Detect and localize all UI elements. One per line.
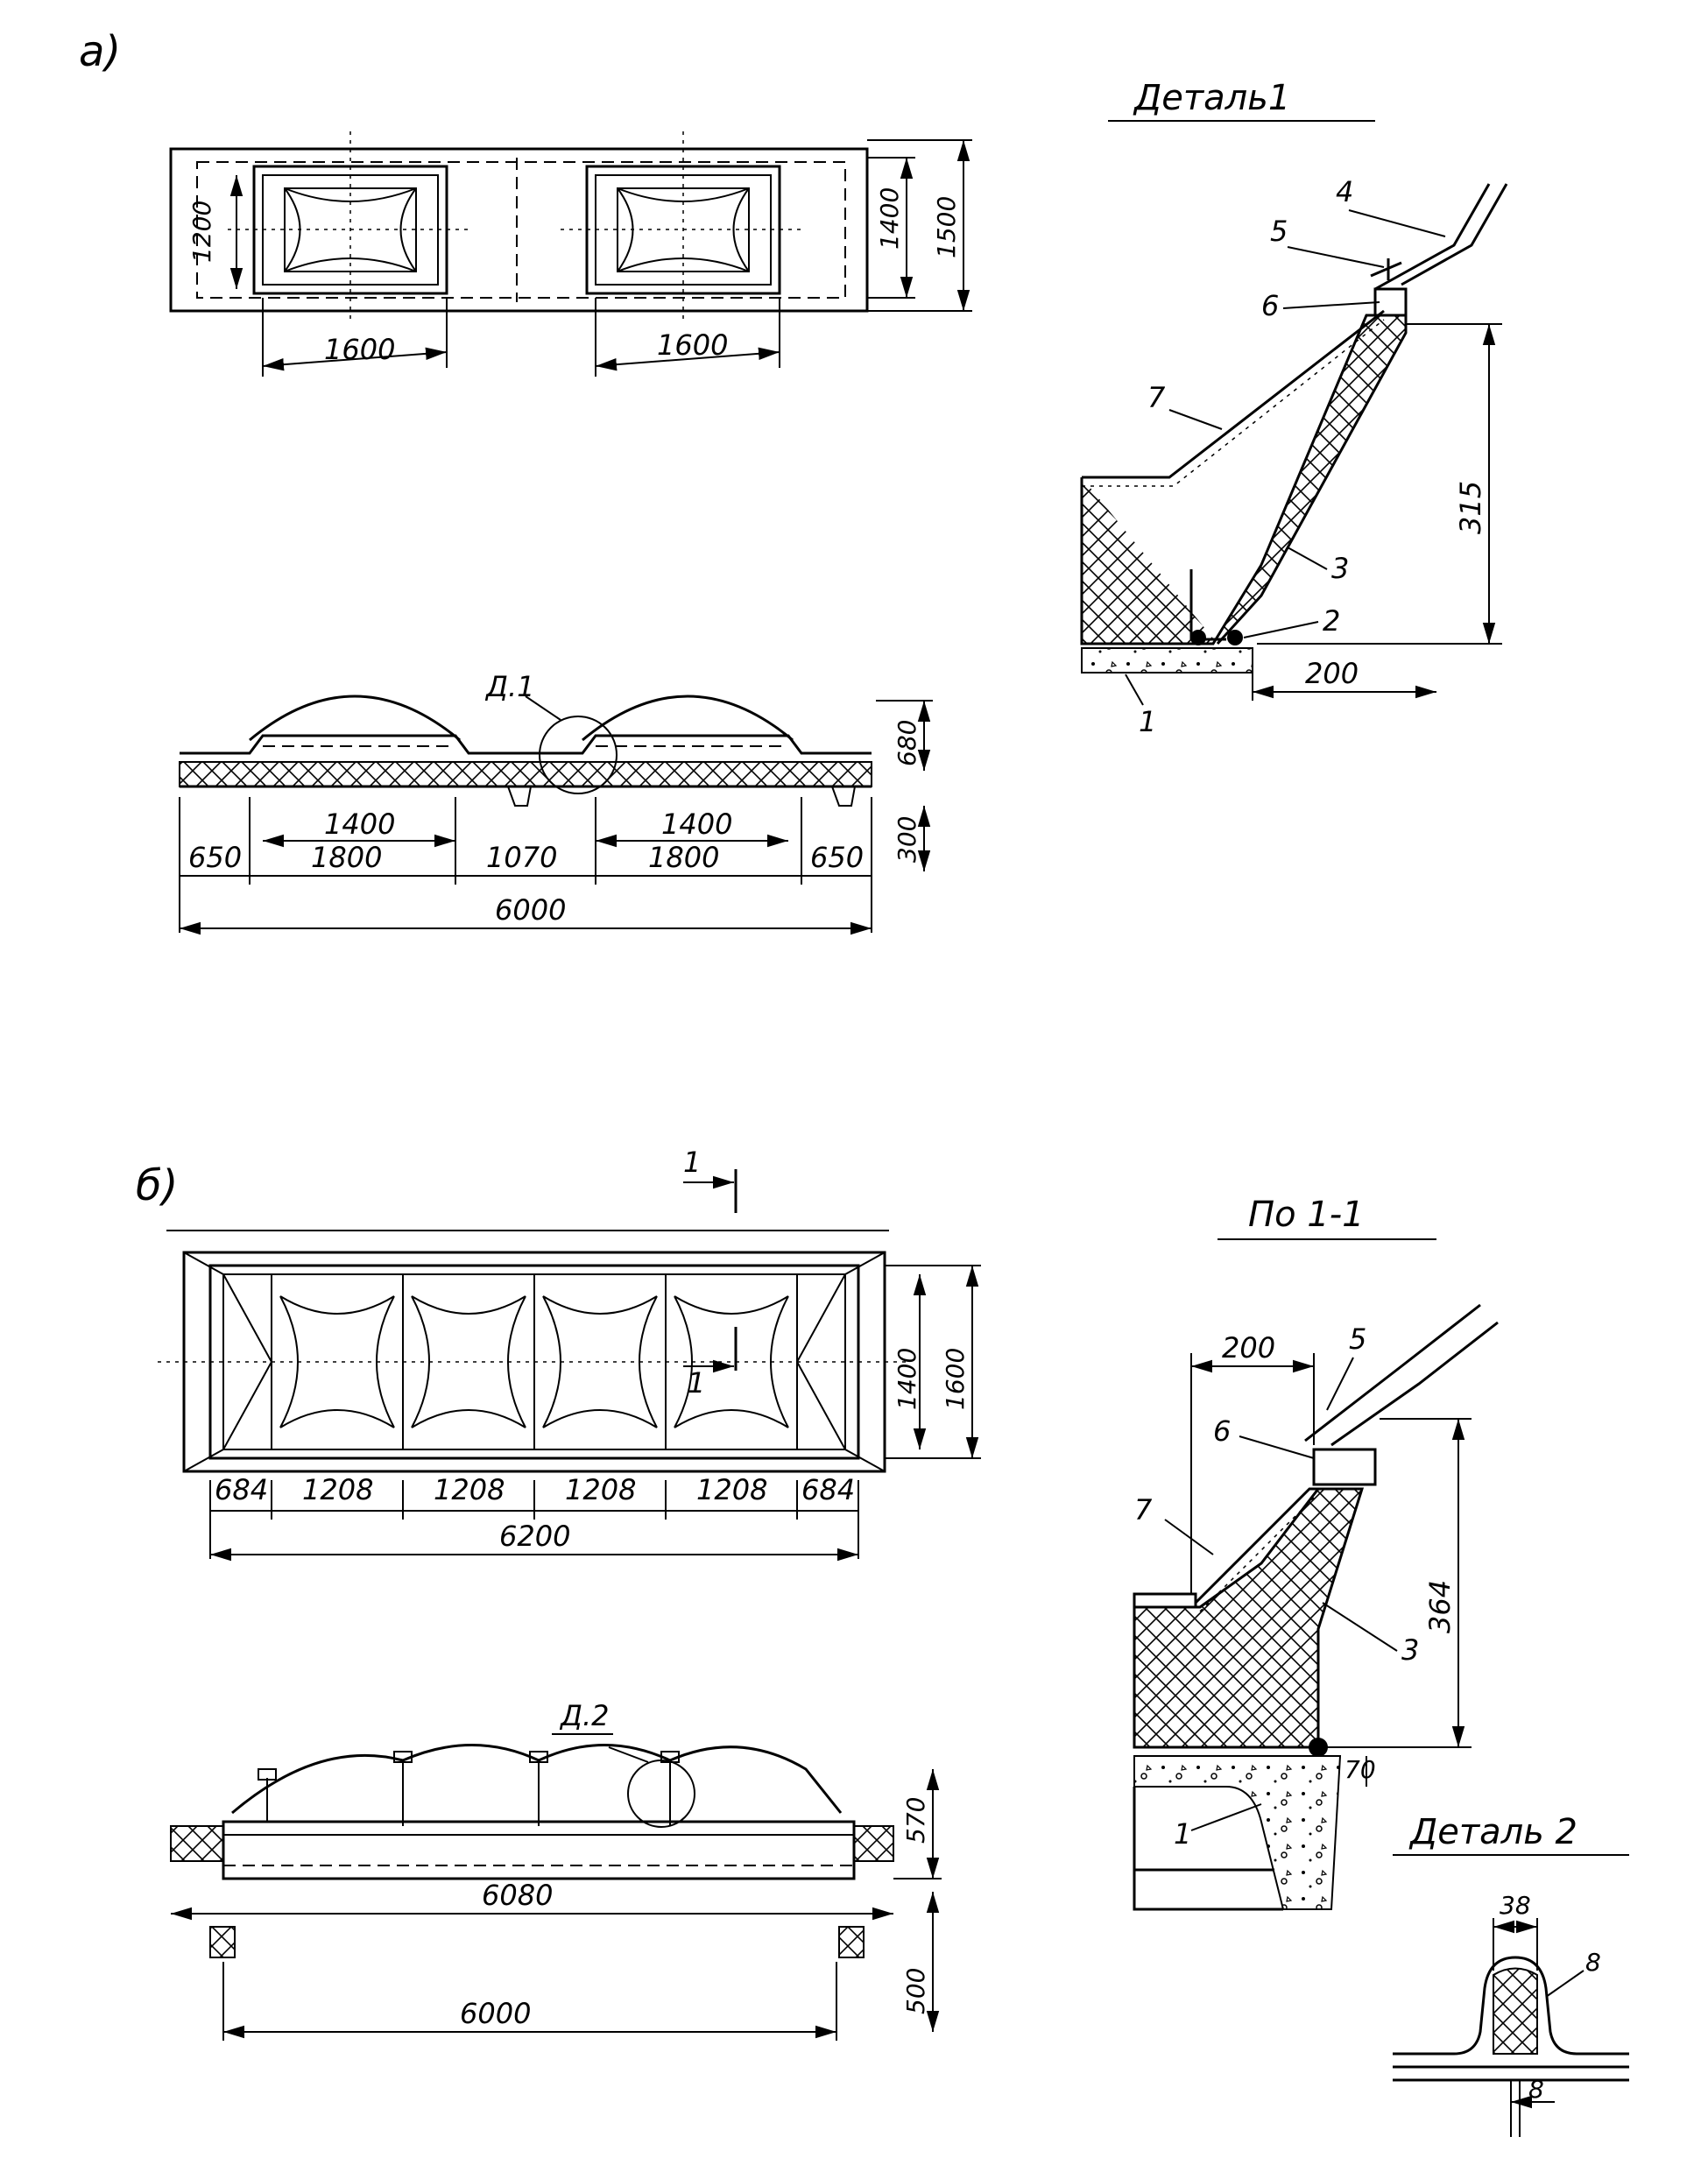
section-a-dim-1800-right: 1800 — [648, 841, 719, 874]
section-b-dim-height: 570 — [901, 1797, 930, 1844]
plan-b-dim-684-left: 684 — [215, 1473, 268, 1506]
fig-b-cut-1-1: По 1-1 1 3 5 6 7 200 364 70 — [1133, 1195, 1499, 1911]
cut-title: По 1-1 — [1248, 1195, 1365, 1235]
detail-1-callout-7: 7 — [1147, 381, 1166, 414]
plan-b-dim-684-right: 684 — [801, 1473, 855, 1506]
cut-callout-1: 1 — [1174, 1817, 1191, 1851]
detail-1-dim-height: 315 — [1454, 481, 1487, 534]
detail-2-dim-top: 38 — [1500, 1891, 1531, 1920]
plan-a-dim-h2: 1400 — [875, 187, 904, 250]
detail-1-title: Деталь1 — [1133, 78, 1290, 118]
section-b-detail-mark: Д.2 — [559, 1699, 610, 1732]
detail-1-callout-5: 5 — [1270, 215, 1288, 248]
section-a-dim-1800-left: 1800 — [311, 841, 382, 874]
fig-a-plan: 1600 1600 1200 1400 1500 — [169, 131, 972, 377]
section-a-dim-650-right: 650 — [810, 841, 864, 874]
plan-b-cut-mark-top: 1 — [683, 1146, 701, 1179]
plan-b-dim-1208-2: 1208 — [434, 1473, 505, 1506]
cut-callout-3: 3 — [1401, 1633, 1419, 1667]
cut-dim-offset: 70 — [1345, 1755, 1376, 1784]
plan-b-dim-1208-4: 1208 — [696, 1473, 767, 1506]
fig-b-detail-2: Деталь 2 38 8 8 — [1393, 1812, 1629, 2137]
detail-1-callout-3: 3 — [1331, 552, 1349, 585]
section-a-dim-inner-1: 1400 — [324, 807, 395, 841]
detail-1-callout-2: 2 — [1323, 604, 1340, 638]
plan-b-dim-1208-1: 1208 — [302, 1473, 373, 1506]
fig-a-label: а) — [79, 27, 121, 76]
detail-2-title: Деталь 2 — [1408, 1812, 1577, 1852]
section-b-dim-base: 500 — [901, 1968, 930, 2014]
cut-callout-6: 6 — [1213, 1414, 1231, 1448]
plan-a-dim-h3: 1500 — [932, 196, 961, 258]
cut-dim-height: 364 — [1423, 1580, 1457, 1633]
detail-1-dim-width: 200 — [1305, 657, 1359, 690]
cut-dim-width: 200 — [1222, 1331, 1275, 1365]
section-b-dim-inner: 6080 — [482, 1879, 553, 1912]
plan-b-cut-mark-bottom: 1 — [688, 1366, 705, 1400]
section-a-dim-height: 680 — [893, 720, 921, 766]
section-a-dim-base: 300 — [893, 816, 921, 863]
section-a-dim-total: 6000 — [495, 893, 566, 927]
detail-2-dim-bottom: 8 — [1528, 2075, 1544, 2104]
fig-b-plan: 1 1 1400 1600 684 1208 1208 1208 1208 68… — [158, 1146, 981, 1562]
detail-1-callout-1: 1 — [1139, 705, 1156, 738]
plan-b-dim-1208-3: 1208 — [565, 1473, 636, 1506]
plan-a-dim-w1: 1600 — [324, 333, 395, 366]
detail-1-callout-4: 4 — [1336, 175, 1353, 208]
section-a-dim-inner-2: 1400 — [661, 807, 732, 841]
plan-b-dim-h2: 1600 — [941, 1348, 970, 1410]
section-a-detail-mark: Д.1 — [484, 670, 535, 703]
fig-b-section: Д.2 570 500 6080 6000 — [170, 1699, 942, 2041]
cut-callout-7: 7 — [1134, 1493, 1153, 1527]
cut-callout-5: 5 — [1349, 1322, 1366, 1356]
plan-b-dim-total: 6200 — [499, 1520, 570, 1553]
fig-b-label: б) — [136, 1161, 178, 1210]
section-a-dim-650-left: 650 — [188, 841, 242, 874]
detail-1-callout-6: 6 — [1261, 289, 1279, 322]
plan-b-dim-h1: 1400 — [893, 1348, 921, 1410]
fig-a-detail-1: Деталь1 1 2 3 4 5 6 7 315 200 — [1080, 78, 1508, 738]
plan-a-dim-h1: 1200 — [187, 201, 216, 263]
detail-2-callout-8: 8 — [1585, 1948, 1601, 1977]
fig-a-section: Д.1 680 300 1400 1400 650 1800 1070 1800… — [179, 670, 933, 935]
section-b-dim-total: 6000 — [460, 1997, 531, 2030]
section-a-dim-1070: 1070 — [486, 841, 557, 874]
plan-a-dim-w2: 1600 — [657, 328, 728, 362]
